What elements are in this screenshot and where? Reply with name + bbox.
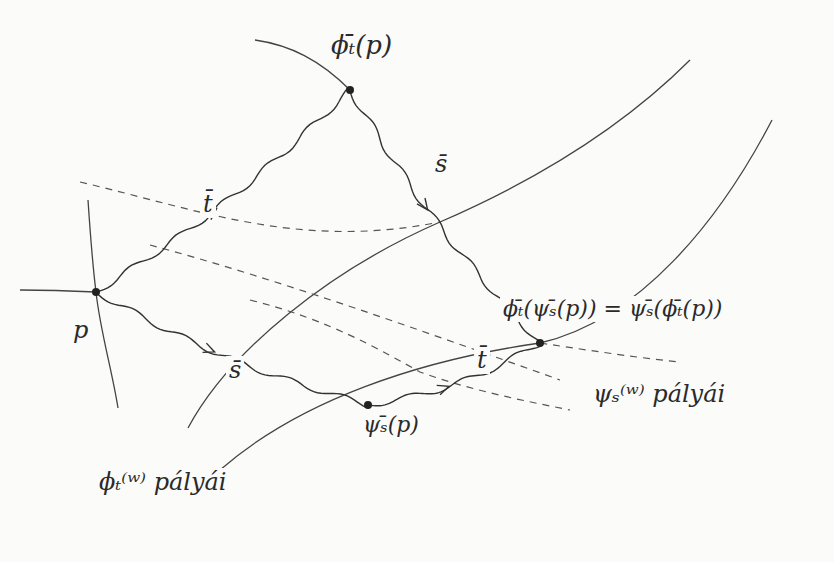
time-label: s̄ (432, 150, 450, 178)
arrowhead (437, 385, 449, 394)
time-label: t̄ (474, 346, 490, 374)
point-dot (92, 288, 100, 296)
arrowhead (203, 343, 215, 352)
flow-trajectory (368, 346, 541, 406)
point-label: p (70, 316, 91, 344)
psi-orbit (540, 343, 680, 362)
time-label: t̄ (200, 190, 216, 218)
arrowhead (417, 198, 428, 210)
phi-orbit (188, 60, 690, 428)
point-label: ψₛ̄(p) (360, 412, 422, 438)
psi-orbit (80, 182, 440, 232)
flow-trajectory (96, 88, 348, 292)
point-label: ϕₜ̄(p) (328, 30, 395, 61)
psi-orbit (20, 290, 96, 292)
point-dot (346, 86, 354, 94)
time-label: s̄ (226, 356, 244, 384)
point-dot (364, 401, 372, 409)
equation-label: ϕₜ̄(ψₛ̄(p)) = ψₛ̄(ϕₜ̄(p)) (500, 296, 725, 322)
point-dot (536, 339, 544, 347)
psi-orbit (150, 245, 560, 380)
orbit-label: ϕₜ⁽ʷ⁾ pályái (96, 468, 230, 496)
orbit-label: ψₛ⁽ʷ⁾ pályái (590, 380, 728, 408)
flow-trajectory (96, 292, 367, 408)
